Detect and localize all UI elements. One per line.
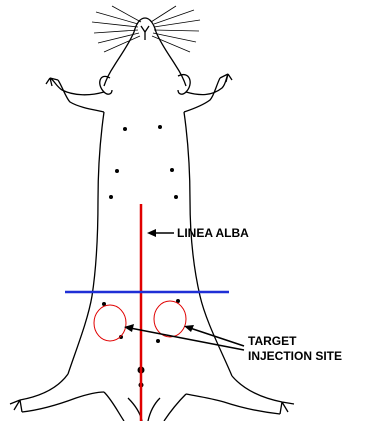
nipple-dot [174, 195, 178, 199]
nipple-dot [158, 125, 162, 129]
right-ear [178, 75, 190, 95]
target-label-line1: TARGET [248, 334, 297, 348]
nipple-dot [115, 169, 119, 173]
right-injection-circle [154, 301, 186, 337]
linea-alba-arrow [147, 229, 174, 237]
whiskers [92, 6, 200, 52]
left-injection-circle [94, 305, 126, 341]
nipple-dot [123, 127, 127, 131]
target-label-line2: INJECTION SITE [248, 349, 342, 363]
nipple-dot [109, 195, 113, 199]
nipple-dot [156, 339, 160, 343]
nipple-dot [170, 168, 174, 172]
left-ear [100, 76, 112, 94]
linea-alba-label: LINEA ALBA [177, 226, 249, 240]
